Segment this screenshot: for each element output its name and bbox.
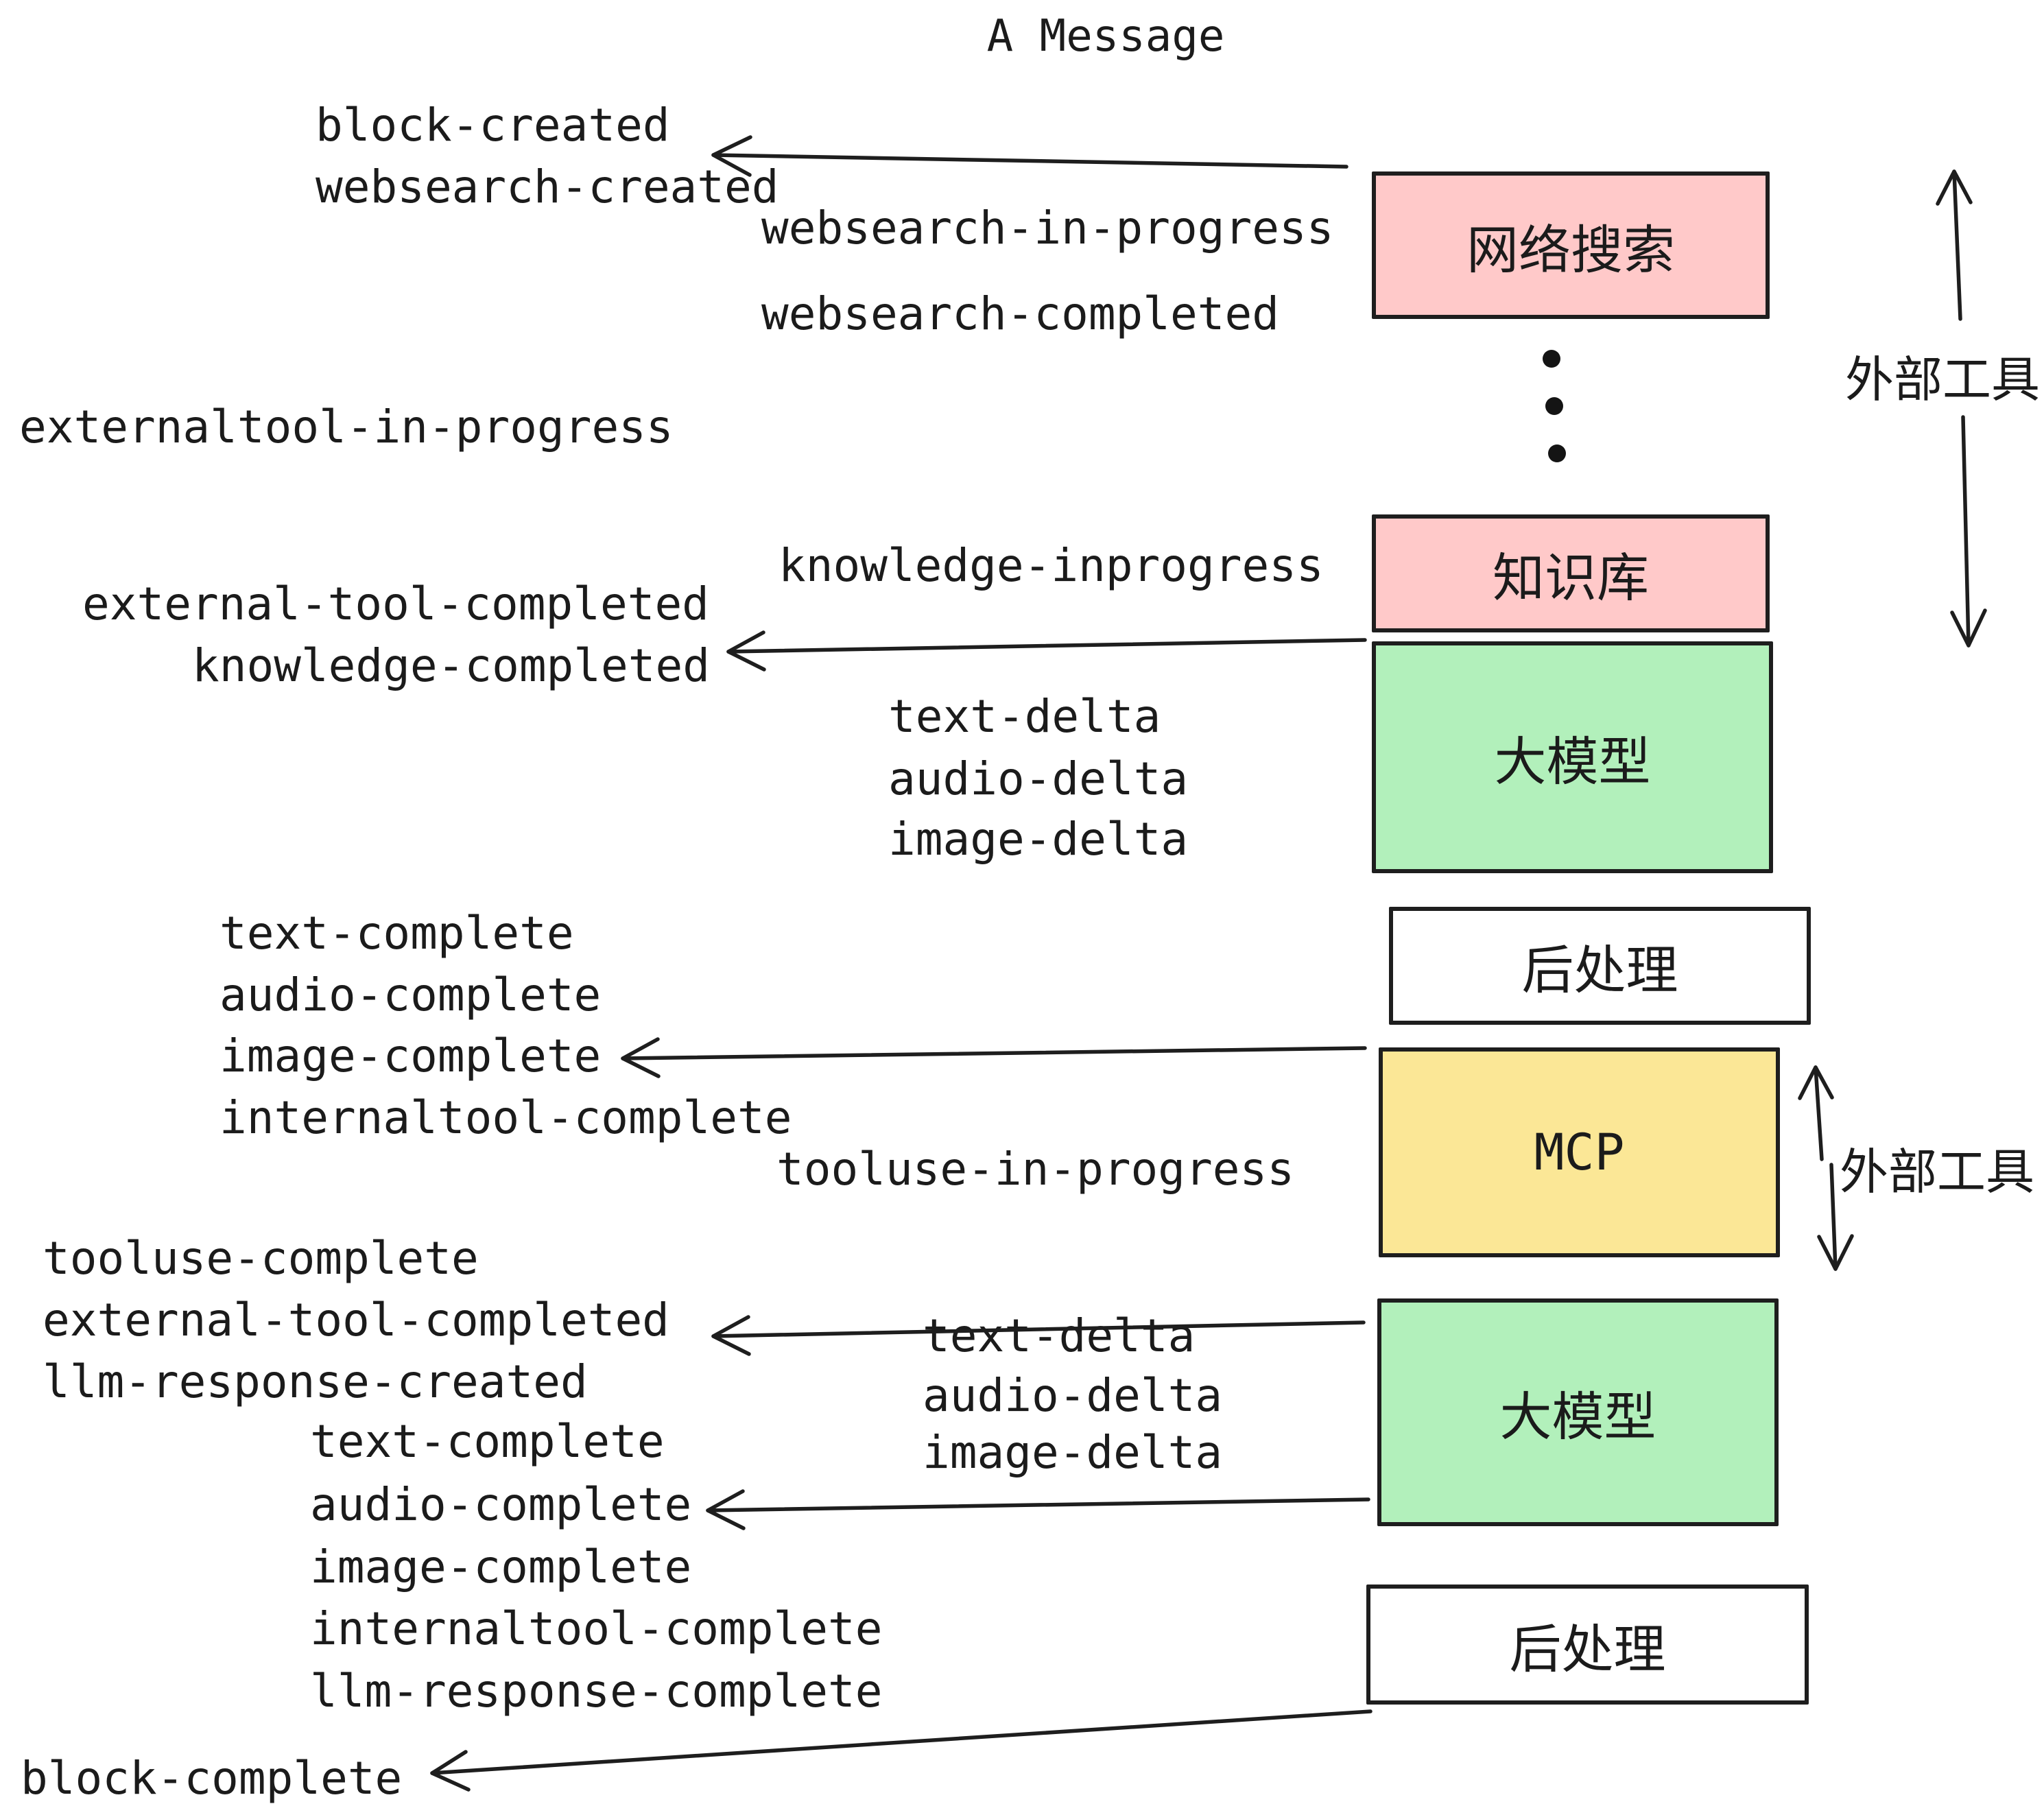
- arrow-to-image-complete: [621, 1037, 1367, 1078]
- diagram-title: A Message: [986, 11, 1225, 62]
- event-label-text-delta-2: text-delta: [923, 1309, 1196, 1362]
- event-label-websearch-created: websearch-created: [316, 161, 779, 213]
- event-label-internaltool-complete-2: internaltool-complete: [310, 1602, 883, 1655]
- event-label-audio-complete-1: audio-complete: [219, 969, 602, 1021]
- arrow-to-audio-complete: [706, 1489, 1370, 1530]
- box-postprocess-2: 后处理: [1366, 1585, 1809, 1705]
- event-label-image-complete-1: image-complete: [219, 1030, 602, 1082]
- box-knowledge: 知识库: [1372, 514, 1770, 632]
- event-label-llm-response-created: llm-response-created: [43, 1355, 588, 1408]
- event-label-external-tool-completed-2: external-tool-completed: [43, 1294, 669, 1346]
- event-label-text-complete-1: text-complete: [219, 907, 574, 960]
- box-mcp-label: MCP: [1534, 1123, 1625, 1182]
- box-mcp: MCP: [1379, 1047, 1780, 1257]
- event-label-llm-response-complete: llm-response-complete: [310, 1665, 883, 1718]
- event-label-block-created: block-created: [316, 99, 670, 152]
- event-label-text-delta-1: text-delta: [888, 690, 1161, 743]
- event-label-image-delta-1: image-delta: [888, 813, 1189, 866]
- ellipsis-dots: [1543, 350, 1566, 462]
- event-label-internaltool-complete-1: internaltool-complete: [219, 1091, 792, 1144]
- event-label-audio-complete-2: audio-complete: [310, 1478, 692, 1531]
- box-llm-1-label: 大模型: [1494, 731, 1651, 792]
- event-label-knowledge-completed: knowledge-completed: [192, 639, 710, 692]
- event-label-knowledge-inprogress: knowledge-inprogress: [779, 539, 1324, 592]
- box-llm-2-label: 大模型: [1499, 1386, 1656, 1447]
- event-label-externaltool-in-progress: externaltool-in-progress: [19, 401, 674, 453]
- external-tools-down-arrow-top: [1950, 415, 1987, 648]
- event-label-image-complete-2: image-complete: [310, 1541, 692, 1593]
- box-llm-2: 大模型: [1377, 1298, 1779, 1526]
- event-label-tooluse-in-progress: tooluse-in-progress: [776, 1143, 1294, 1196]
- box-llm-1: 大模型: [1372, 641, 1773, 873]
- external-tools-up-arrow-top: [1936, 169, 1973, 321]
- event-label-text-complete-2: text-complete: [310, 1415, 665, 1468]
- external-tools-label-mcp: 外部工具: [1840, 1143, 2035, 1200]
- box-websearch: 网络搜索: [1372, 171, 1770, 319]
- box-websearch-label: 网络搜索: [1466, 219, 1675, 281]
- box-postprocess-1: 后处理: [1389, 907, 1811, 1025]
- event-label-block-complete: block-complete: [21, 1752, 403, 1804]
- external-tools-label-top: 外部工具: [1845, 351, 2041, 408]
- event-label-image-delta-2: image-delta: [923, 1426, 1223, 1479]
- event-label-audio-delta-1: audio-delta: [888, 752, 1189, 805]
- arrow-to-knowledge-completed: [726, 630, 1367, 672]
- external-tools-up-arrow-mcp: [1798, 1065, 1834, 1161]
- event-label-audio-delta-2: audio-delta: [923, 1369, 1223, 1422]
- box-postprocess-1-label: 后处理: [1521, 940, 1678, 1001]
- event-label-tooluse-complete: tooluse-complete: [43, 1232, 479, 1285]
- event-label-external-tool-completed: external-tool-completed: [82, 578, 709, 630]
- box-postprocess-2-label: 后处理: [1509, 1618, 1666, 1680]
- event-label-websearch-in-progress: websearch-in-progress: [761, 202, 1334, 254]
- arrow-websearch-to-block-created: [711, 135, 1348, 177]
- box-knowledge-label: 知识库: [1493, 547, 1649, 608]
- event-label-websearch-completed: websearch-completed: [761, 287, 1279, 340]
- arrow-to-block-complete: [430, 1709, 1372, 1792]
